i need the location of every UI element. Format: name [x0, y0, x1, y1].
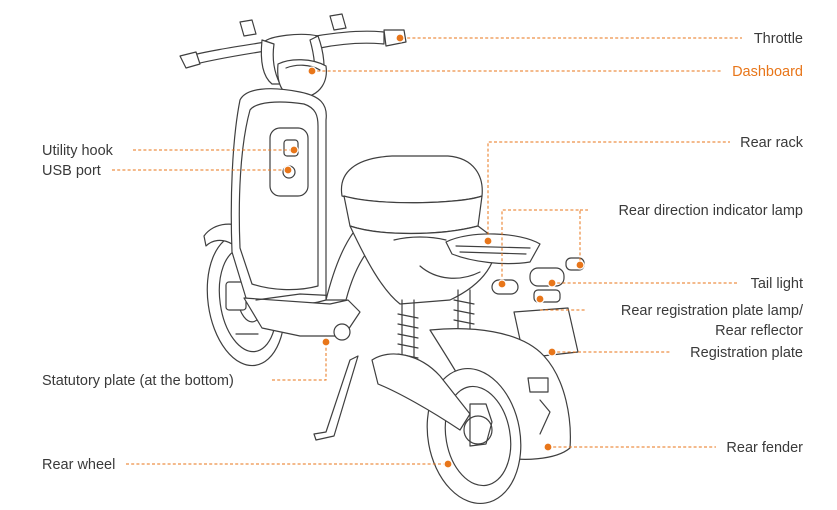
dot-usb-port [283, 165, 293, 175]
dot-registration-plate [547, 347, 557, 357]
dot-rear-fender [543, 442, 553, 452]
dot-throttle [395, 33, 405, 43]
dot-rear-indicator-right [575, 260, 585, 270]
dot-tail-light [547, 278, 557, 288]
label-rear-rack: Rear rack [740, 135, 804, 151]
label-registration-plate: Registration plate [690, 345, 803, 361]
kickstand [313, 355, 359, 441]
labels: Throttle Dashboard Utility hook USB port… [42, 31, 804, 473]
front-body [230, 88, 327, 306]
leader-rear-direction-indicator [501, 209, 588, 282]
label-rear-fender: Rear fender [726, 440, 803, 456]
label-tail-light: Tail light [751, 276, 803, 292]
label-rear-reflector: Rear reflector [715, 323, 803, 339]
dot-rear-wheel [443, 459, 453, 469]
label-dashboard: Dashboard [732, 64, 803, 80]
label-statutory-plate: Statutory plate (at the bottom) [42, 373, 234, 389]
label-rear-direction-indicator-lamp: Rear direction indicator lamp [618, 203, 803, 219]
callout-dots [283, 33, 585, 469]
leader-statutory-plate [272, 342, 327, 381]
dot-rear-rack [483, 236, 493, 246]
dot-dashboard [307, 66, 317, 76]
dot-utility-hook [289, 145, 299, 155]
leader-lines [112, 37, 742, 465]
label-utility-hook: Utility hook [42, 143, 114, 159]
rear-rack-part [445, 233, 541, 265]
seat [340, 155, 483, 235]
dot-statutory-plate [321, 337, 331, 347]
label-throttle: Throttle [754, 31, 803, 47]
label-rear-wheel: Rear wheel [42, 457, 115, 473]
label-rear-registration-plate-lamp: Rear registration plate lamp/ [621, 303, 804, 319]
dot-rear-registration-plate-lamp [535, 294, 545, 304]
leader-rear-rack [487, 141, 730, 240]
swing-arm [371, 353, 471, 431]
label-usb-port: USB port [42, 163, 101, 179]
dot-rear-indicator-left [497, 279, 507, 289]
scooter-illustration [179, 13, 585, 505]
